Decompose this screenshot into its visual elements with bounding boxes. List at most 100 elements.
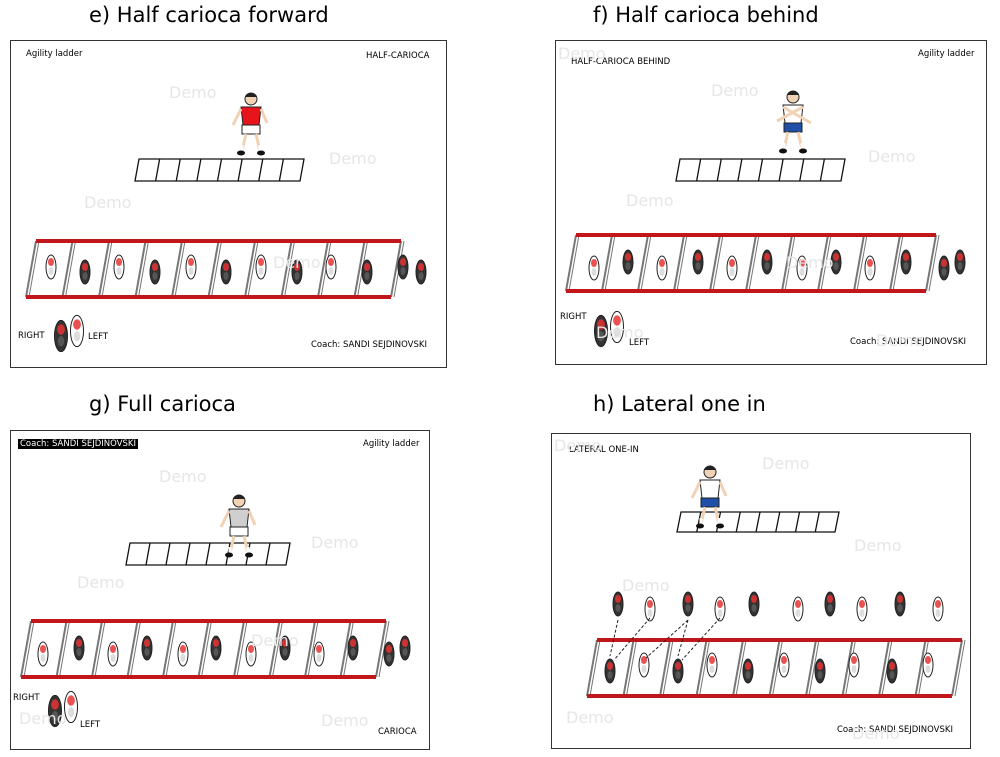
right-shoe-icon xyxy=(291,259,303,285)
panel-half-carioca-behind: HALF-CARIOCA BEHIND Agility ladder RIGHT… xyxy=(555,40,987,365)
ladder-rung xyxy=(233,620,245,678)
ladder-rung xyxy=(586,639,598,697)
ladder-rail-bottom xyxy=(566,289,926,293)
left-shoe-icon xyxy=(107,641,119,667)
ladder-rung xyxy=(951,639,963,697)
panel-top-left-label: Coach: SANDI SEJDINOVSKI xyxy=(18,439,138,449)
left-shoe-icon xyxy=(45,254,57,280)
ladder-rung xyxy=(637,234,649,292)
demo-watermark: Demo xyxy=(329,149,377,168)
left-shoe-icon xyxy=(255,254,267,280)
demo-watermark: Demo xyxy=(321,711,369,730)
right-shoe-icon xyxy=(399,635,411,661)
demo-watermark: Demo xyxy=(596,323,644,342)
left-shoe-icon xyxy=(848,652,860,678)
ladder-rail-top xyxy=(597,638,962,642)
demo-watermark: Demo xyxy=(251,631,299,650)
right-shoe-icon xyxy=(900,249,912,275)
ladder-rung xyxy=(171,240,183,298)
ladder-rung xyxy=(565,234,577,292)
ladder-rung xyxy=(768,639,781,697)
right-shoe-icon xyxy=(761,249,773,275)
demo-watermark: Demo xyxy=(876,331,924,350)
panel-drawing xyxy=(586,465,966,698)
panel-top-left-label: HALF-CARIOCA BEHIND xyxy=(571,57,671,67)
left-shoe-icon xyxy=(714,596,726,622)
demo-watermark: Demo xyxy=(852,724,900,743)
panel-top-right-label: Agility ladder xyxy=(363,439,420,449)
coach-credit: Coach: SANDI SEJDINOVSKI xyxy=(311,340,427,350)
demo-watermark: Demo xyxy=(554,436,602,455)
right-shoe-icon xyxy=(814,658,826,684)
demo-watermark: Demo xyxy=(311,533,359,552)
left-shoe-icon xyxy=(706,652,718,678)
right-shoe-icon xyxy=(220,259,232,285)
panel-half-carioca-forward: Agility ladder HALF-CARIOCA RIGHT LEFT C… xyxy=(10,40,447,368)
left-shoe-icon xyxy=(113,254,125,280)
ladder-rung xyxy=(134,240,147,298)
right-shoe-icon xyxy=(73,635,85,661)
right-shoe-icon xyxy=(415,259,427,285)
ladder-rung xyxy=(673,234,685,292)
ladder-rung xyxy=(207,240,220,298)
right-shoe-icon xyxy=(830,249,842,275)
left-shoe-icon xyxy=(313,641,325,667)
right-shoe-icon xyxy=(79,259,91,285)
left-foot-label: LEFT xyxy=(80,720,101,730)
ladder-rung xyxy=(695,639,708,697)
ladder-rung xyxy=(925,234,937,292)
right-shoe-icon xyxy=(612,591,624,617)
left-shoe-icon xyxy=(177,641,189,667)
panel-top-right-label: HALF-CARIOCA xyxy=(366,51,430,61)
ladder-rung xyxy=(841,639,854,697)
demo-watermark: Demo xyxy=(566,708,614,727)
small-agility-ladder xyxy=(676,511,840,533)
ladder-rung xyxy=(390,240,402,298)
panel-bottom-right-label: CARIOCA xyxy=(378,727,417,737)
panel-f-heading: f) Half carioca behind xyxy=(593,3,819,27)
big-agility-ladder xyxy=(20,619,390,679)
right-shoe-icon xyxy=(748,591,760,617)
player-figure xyxy=(690,465,728,529)
player-figure xyxy=(231,92,269,156)
demo-watermark: Demo xyxy=(854,536,902,555)
panel-drawing xyxy=(565,90,966,348)
right-shoe-icon xyxy=(48,694,62,728)
coach-credit: Coach: SANDI SEJDINOVSKI xyxy=(850,337,966,347)
left-shoe-icon xyxy=(325,254,337,280)
movement-path xyxy=(609,619,619,657)
ladder-rung xyxy=(61,240,74,298)
right-shoe-icon xyxy=(692,249,704,275)
movement-path xyxy=(613,617,651,661)
demo-watermark: Demo xyxy=(868,147,916,166)
movement-path xyxy=(645,619,689,659)
demo-watermark: Demo xyxy=(786,253,834,272)
left-shoe-icon xyxy=(656,255,668,281)
right-shoe-icon xyxy=(622,249,634,275)
panel-lateral-one-in: LATERAL ONE-IN Coach: SANDI SEJDINOVSKI … xyxy=(551,433,971,749)
right-shoe-icon xyxy=(54,319,68,353)
right-shoe-icon xyxy=(682,591,694,617)
demo-watermark: Demo xyxy=(762,454,810,473)
ladder-rung xyxy=(805,639,817,697)
right-shoe-icon xyxy=(347,635,359,661)
panel-top-right-label: Agility ladder xyxy=(918,49,975,59)
right-shoe-icon xyxy=(279,635,291,661)
panel-top-left-label: LATERAL ONE-IN xyxy=(569,445,639,455)
right-foot-label: RIGHT xyxy=(18,331,45,341)
ladder-rung xyxy=(304,620,316,678)
ladder-rail-bottom xyxy=(26,295,391,299)
left-shoe-icon xyxy=(644,596,656,622)
big-agility-ladder xyxy=(25,239,405,299)
ladder-rung xyxy=(25,240,37,298)
panel-drawing xyxy=(25,92,427,353)
ladder-rung xyxy=(709,234,721,292)
right-shoe-icon xyxy=(141,635,153,661)
left-shoe-icon xyxy=(610,310,624,344)
ladder-rung xyxy=(732,639,744,697)
left-shoe-icon xyxy=(792,596,804,622)
left-shoe-icon xyxy=(638,652,650,678)
ladder-rung xyxy=(375,620,387,678)
demo-watermark: Demo xyxy=(711,81,759,100)
left-shoe-icon xyxy=(185,254,197,280)
